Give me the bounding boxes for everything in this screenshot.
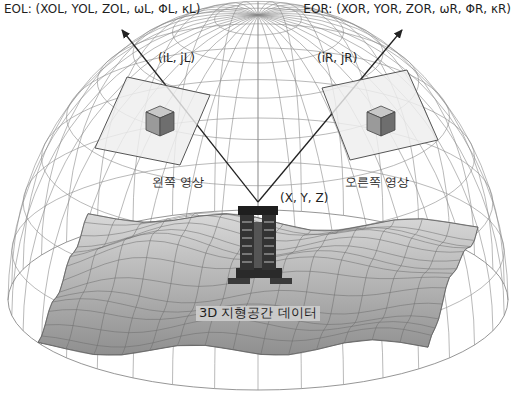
exterior-orientation: EOR: (XOR, YOR, ZOR, ωR, ΦR, κR)	[303, 3, 511, 17]
pixel-coordinate: (iL, jL)	[158, 52, 195, 66]
terrain-mesh	[38, 213, 478, 356]
plane-outline	[315, 46, 450, 196]
plane-outline	[90, 46, 220, 196]
pixel-coordinate: (iR, jR)	[317, 52, 357, 66]
image-plane: (iL, jL) 왼쪽 영상	[90, 46, 220, 196]
dome-wireframe	[8, 1, 508, 390]
image-plane: (iR, jR) 오른쪽 영상	[315, 46, 450, 196]
ground-point: (X, Y, Z)	[280, 192, 328, 206]
image-label: 오른쪽 영상	[345, 176, 409, 190]
building	[228, 206, 292, 284]
image-label: 왼쪽 영상	[152, 176, 204, 190]
exterior-orientation: EOL: (XOL, YOL, ZOL, ωL, ΦL, κL)	[4, 3, 200, 17]
terrain-label: 3D 지형공간 데이터	[196, 306, 320, 321]
